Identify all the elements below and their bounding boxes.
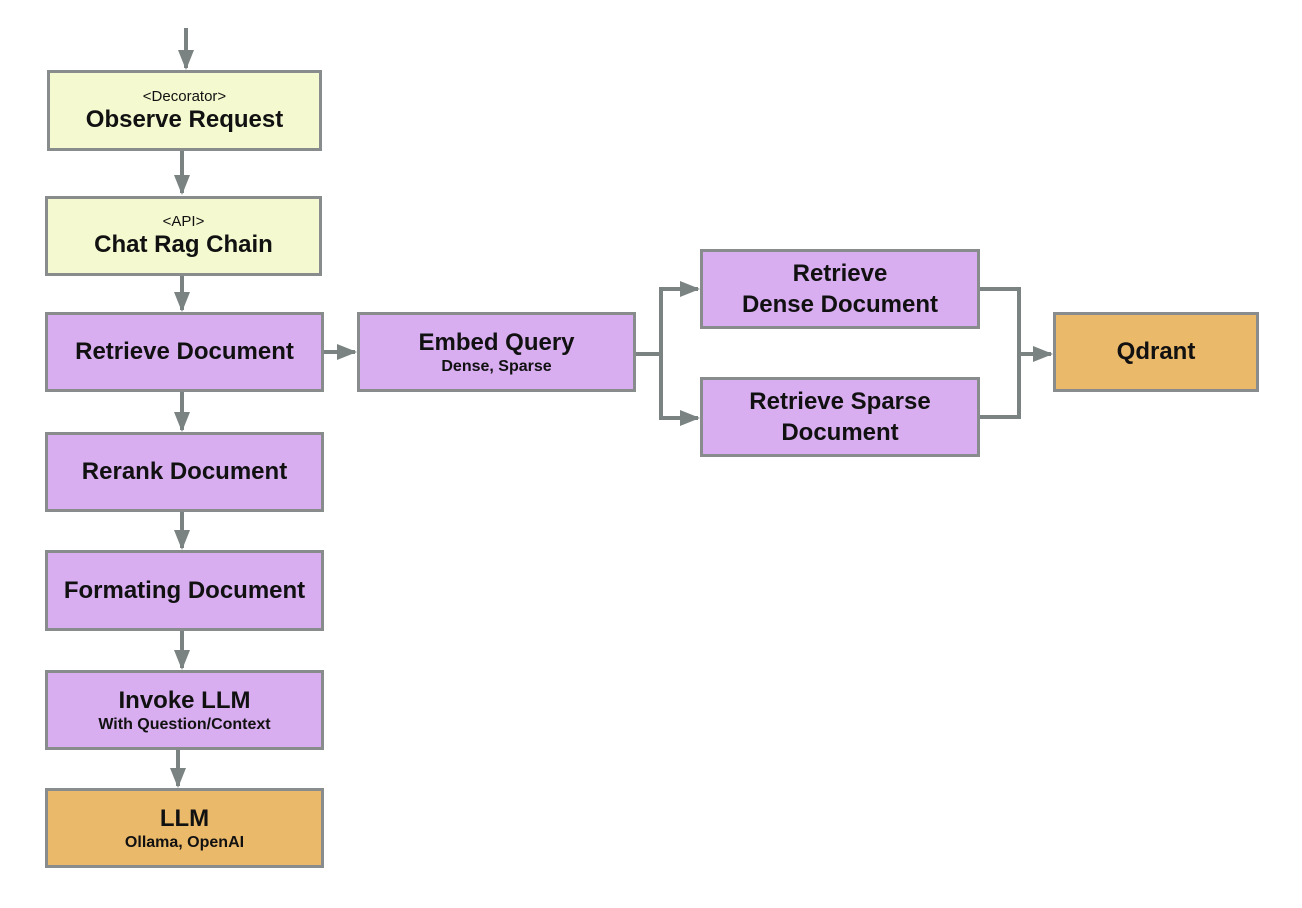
qdrant-title: Qdrant <box>1116 338 1196 365</box>
chat-rag-chain-stereotype: <API> <box>162 213 205 230</box>
retrieve-dense-document-node: Retrieve Dense Document <box>700 249 980 329</box>
embed-query-subtitle: Dense, Sparse <box>441 357 552 375</box>
formating-document-node: Formating Document <box>45 550 324 631</box>
rerank-document-node: Rerank Document <box>45 432 324 512</box>
formating-document-title: Formating Document <box>63 576 306 604</box>
invoke-llm-node: Invoke LLM With Question/Context <box>45 670 324 750</box>
retrieve-sparse-line1: Retrieve Sparse <box>749 388 931 415</box>
retrieve-dense-line1: Retrieve <box>792 260 888 287</box>
observe-request-title: Observe Request <box>85 105 284 133</box>
retrieve-document-node: Retrieve Document <box>45 312 324 392</box>
arrow-dense-to-qdrant <box>980 287 1053 362</box>
observe-request-stereotype: <Decorator> <box>142 87 227 105</box>
llm-subtitle: Ollama, OpenAI <box>124 833 245 851</box>
retrieve-document-title: Retrieve Document <box>75 338 294 365</box>
embed-query-title: Embed Query <box>418 328 575 356</box>
arrow-embed-query-to-sparse <box>659 354 700 426</box>
invoke-llm-title: Invoke LLM <box>118 686 251 714</box>
qdrant-node: Qdrant <box>1053 312 1259 392</box>
arrow-sparse-to-qdrant <box>980 354 1021 419</box>
llm-node: LLM Ollama, OpenAI <box>45 788 324 868</box>
retrieve-sparse-line2: Document <box>781 419 899 446</box>
observe-request-node: <Decorator> Observe Request <box>47 70 322 151</box>
llm-title: LLM <box>159 804 210 832</box>
chat-rag-chain-title: Chat Rag Chain <box>94 231 273 258</box>
rerank-document-title: Rerank Document <box>81 458 288 485</box>
invoke-llm-subtitle: With Question/Context <box>98 715 271 733</box>
arrow-embed-query-to-dense <box>636 281 700 356</box>
retrieve-sparse-document-node: Retrieve Sparse Document <box>700 377 980 457</box>
chat-rag-chain-node: <API> Chat Rag Chain <box>45 196 322 276</box>
embed-query-node: Embed Query Dense, Sparse <box>357 312 636 392</box>
retrieve-dense-line2: Dense Document <box>741 291 939 318</box>
